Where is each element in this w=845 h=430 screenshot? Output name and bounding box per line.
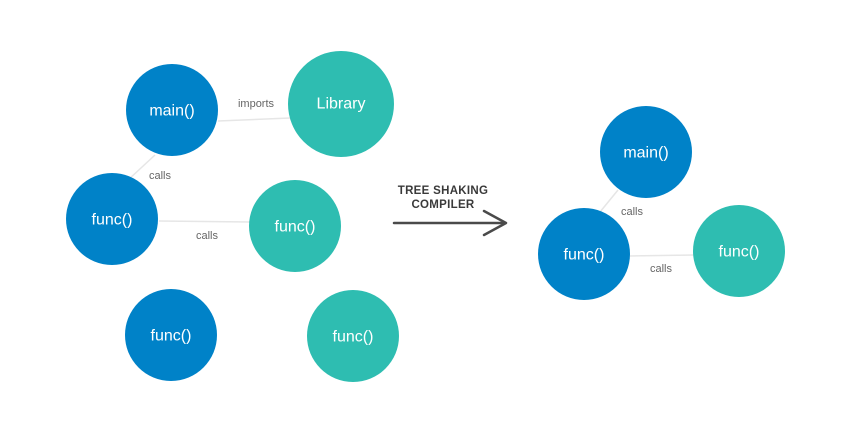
right-node-func-a-label: func() [564,247,605,264]
left-edge-label-func-calls: calls [196,230,219,242]
right-node-main-circle [600,106,692,198]
right-graph-edges [599,189,695,257]
right-node-main-label: main() [623,145,668,162]
left-node-func-c: func() [125,289,217,381]
right-edge-label-func-calls: calls [650,263,673,275]
left-graph-nodes: main() Library func() func() func() func… [66,51,399,382]
right-edge-func-func [629,254,695,257]
left-node-library-circle [288,51,394,157]
left-node-main: main() [126,64,218,156]
left-edge-label-main-calls: calls [149,170,172,182]
left-node-func-b: func() [249,180,341,272]
left-node-main-label: main() [149,103,194,120]
left-edge-func-func [158,220,251,223]
left-node-func-d: func() [307,290,399,382]
left-node-func-a: func() [66,173,158,265]
left-node-func-c-label: func() [151,328,192,345]
left-edge-main-func [127,154,156,181]
right-node-func-b-label: func() [719,244,760,261]
left-graph-edge-labels: imports calls calls [149,98,275,242]
right-edge-label-main-calls: calls [621,206,644,218]
left-node-func-b-circle [249,180,341,272]
right-graph-nodes: main() func() func() [538,106,785,300]
arrow-label-line2: COMPILER [411,199,474,211]
left-edge-label-imports: imports [238,98,275,110]
left-node-func-b-label: func() [275,219,316,236]
right-node-func-b: func() [693,205,785,297]
left-node-library: Library [288,51,394,157]
left-node-func-c-circle [125,289,217,381]
arrow-head-icon [482,209,508,237]
left-node-library-label: Library [317,96,366,113]
right-node-func-a: func() [538,208,630,300]
arrow-label-line1: TREE SHAKING [398,185,489,197]
left-node-func-d-label: func() [333,329,374,346]
left-edge-main-library [217,117,291,122]
left-node-func-d-circle [307,290,399,382]
left-graph-edges [127,117,291,223]
right-graph-edge-labels: calls calls [621,206,673,275]
left-node-func-a-circle [66,173,158,265]
left-node-main-circle [126,64,218,156]
right-node-func-a-circle [538,208,630,300]
right-node-main: main() [600,106,692,198]
tree-shaking-arrow: TREE SHAKING COMPILER [392,185,508,237]
left-node-func-a-label: func() [92,212,133,229]
right-edge-main-func [599,189,619,213]
right-node-func-b-circle [693,205,785,297]
